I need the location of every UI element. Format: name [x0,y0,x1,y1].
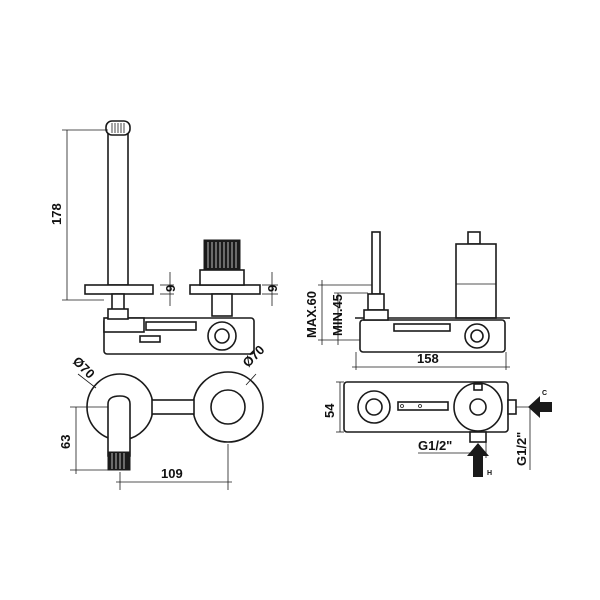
body-upper-step [103,317,145,333]
side-elevation: MAX.60 MIN.45 158 [304,231,510,370]
spout-tip [107,451,131,471]
hot-label: H [487,470,492,477]
thread-vertical-label: G1/2" [514,432,529,466]
hot-arrow-icon [467,443,489,477]
body-slot-lower [139,335,161,343]
front-plan-view: Ø70 Ø70 63 109 [58,342,268,490]
side-handle-body [455,243,497,319]
cold-outlet [507,399,517,415]
plan-slot [397,401,449,411]
aerator-grille [111,123,125,133]
side-handle-cap [467,231,481,245]
hot-outlet [469,431,487,443]
rosette-link [151,399,195,415]
handle-knurling [207,242,237,268]
body-slot [145,321,197,331]
front-elevation: 178 9 9 [49,120,280,355]
plan-right-ring-inner [469,398,487,416]
cold-arrow-icon [528,396,552,418]
spout-connector [107,308,129,320]
valve-spindle [211,293,233,317]
side-plan-view: 54 G1/2" G1/2" C H [322,381,552,477]
dim-max-label: MAX.60 [304,291,319,338]
handle-base [199,269,245,286]
plan-left-ring-inner [365,398,383,416]
spout-projection [107,395,131,457]
dim-min-label: MIN.45 [330,294,345,336]
left-wall-plate [84,284,154,295]
dim-54-label: 54 [322,403,337,418]
spout-spindle [111,293,125,311]
dim-178-label: 178 [49,203,64,225]
dim-9-left-label: 9 [163,285,178,292]
dim-63-label: 63 [58,435,73,449]
dim-9-right-label: 9 [265,285,280,292]
dia-left-label: Ø70 [70,354,98,382]
side-spout-tube [371,231,381,295]
dim-109-label: 109 [161,466,183,481]
cold-label: C [542,390,547,397]
mixer-handle [203,239,241,271]
right-wall-plate [189,284,261,295]
spout-tube [107,129,129,286]
thread-horizontal-label: G1/2" [418,438,452,453]
side-spout-base [367,293,385,311]
right-rosette-inner [210,389,246,425]
side-port-inner [470,329,484,343]
side-body-slot [393,323,451,332]
valve-port-inner [214,328,230,344]
dim-158-label: 158 [417,351,439,366]
